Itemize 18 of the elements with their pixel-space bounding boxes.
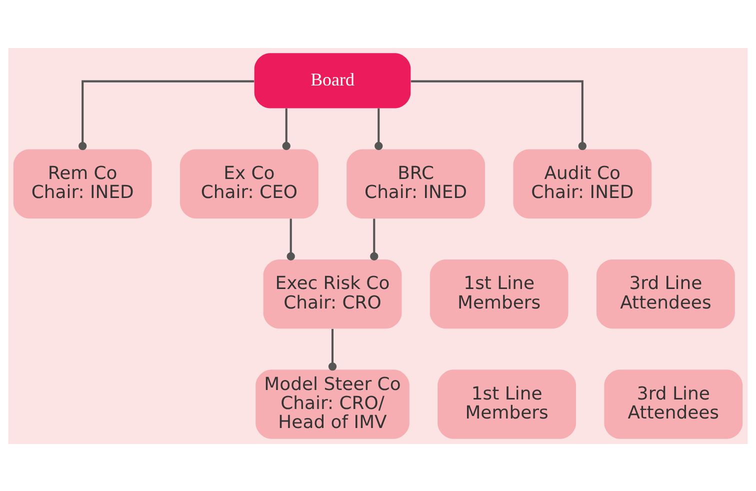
node-box: Ex Co Chair: CEO xyxy=(180,148,318,218)
node-box: BRC Chair: INED xyxy=(346,148,485,218)
connector xyxy=(78,80,254,150)
connector xyxy=(370,218,378,260)
node-box: 3rd Line Attendees xyxy=(604,369,743,438)
node-box: Exec Risk Co Chair: CRO xyxy=(263,258,402,328)
node-box: Board xyxy=(254,52,411,108)
connector xyxy=(286,218,295,260)
connector xyxy=(410,80,586,150)
connector xyxy=(374,108,383,150)
node-box: 1st Line Members xyxy=(438,369,576,438)
node-box: 1st Line Members xyxy=(430,258,568,328)
node-box: Model Steer Co Chair: CRO/ Head of IMV xyxy=(256,369,410,438)
connector xyxy=(282,108,290,150)
node-box: Audit Co Chair: INED xyxy=(513,148,652,218)
node-box: Rem Co Chair: INED xyxy=(13,148,152,218)
connector xyxy=(328,328,337,370)
node-box: 3rd Line Attendees xyxy=(596,258,735,328)
